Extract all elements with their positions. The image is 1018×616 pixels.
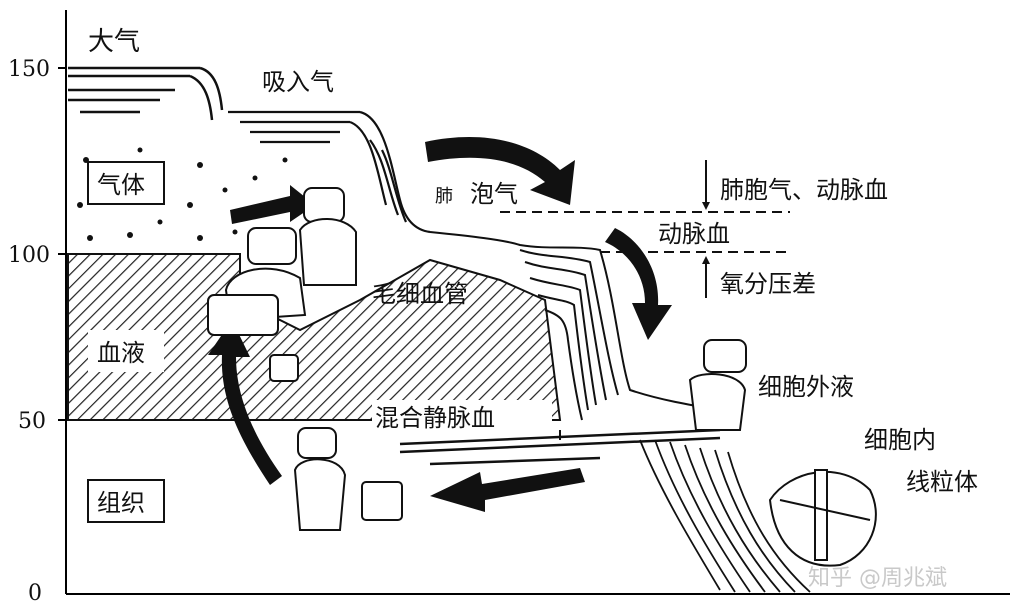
y-tick-150: 150: [8, 57, 50, 82]
inspired-gas-surface: [228, 110, 431, 234]
label-alveolar-arterial: 肺胞气、动脉血: [720, 176, 888, 204]
venous-label-backdrop: [372, 400, 552, 434]
y-axis: 150 100 50 0: [8, 10, 1010, 606]
label-alveolar-air: 泡气: [470, 180, 518, 208]
label-mitochondria: 线粒体: [906, 468, 978, 496]
tissue-box-frame: [87, 479, 165, 523]
cascade-waterfall: [429, 231, 721, 440]
y-tick-50: 50: [18, 409, 46, 434]
label-capillary: 毛细血管: [372, 280, 468, 308]
label-mixed-venous: 混合静脉血: [375, 404, 495, 432]
y-tick-0: 0: [28, 581, 42, 606]
venous-pipe: [399, 428, 721, 466]
extracellular-figure: [688, 339, 747, 431]
label-o2-gradient: 氧分压差: [720, 270, 816, 298]
label-extracellular: 细胞外液: [758, 373, 854, 401]
label-blood: 血液: [97, 339, 145, 367]
tissue-figure: [293, 427, 403, 531]
label-atmosphere: 大气: [88, 27, 140, 57]
flow-arrows: [208, 137, 672, 512]
label-intracellular: 细胞内: [864, 426, 936, 454]
label-alveolar-prefix: 肺: [435, 186, 453, 207]
label-arterial-blood: 动脉血: [658, 220, 730, 248]
capillary-figures: [207, 187, 357, 382]
reference-dashed-lines: [500, 211, 790, 253]
blood-label-backdrop: [88, 330, 164, 372]
gas-box-frame: [87, 161, 165, 205]
label-gas: 气体: [97, 171, 145, 199]
watermark: 知乎 @周兆斌: [808, 566, 947, 591]
y-tick-100: 100: [8, 243, 50, 268]
label-tissue: 组织: [97, 489, 145, 517]
atmosphere-surface: [68, 66, 224, 121]
tissue-cascade: [639, 439, 811, 593]
mitochondria-figure: [768, 469, 877, 567]
label-inhaled-air: 吸入气: [262, 68, 334, 96]
